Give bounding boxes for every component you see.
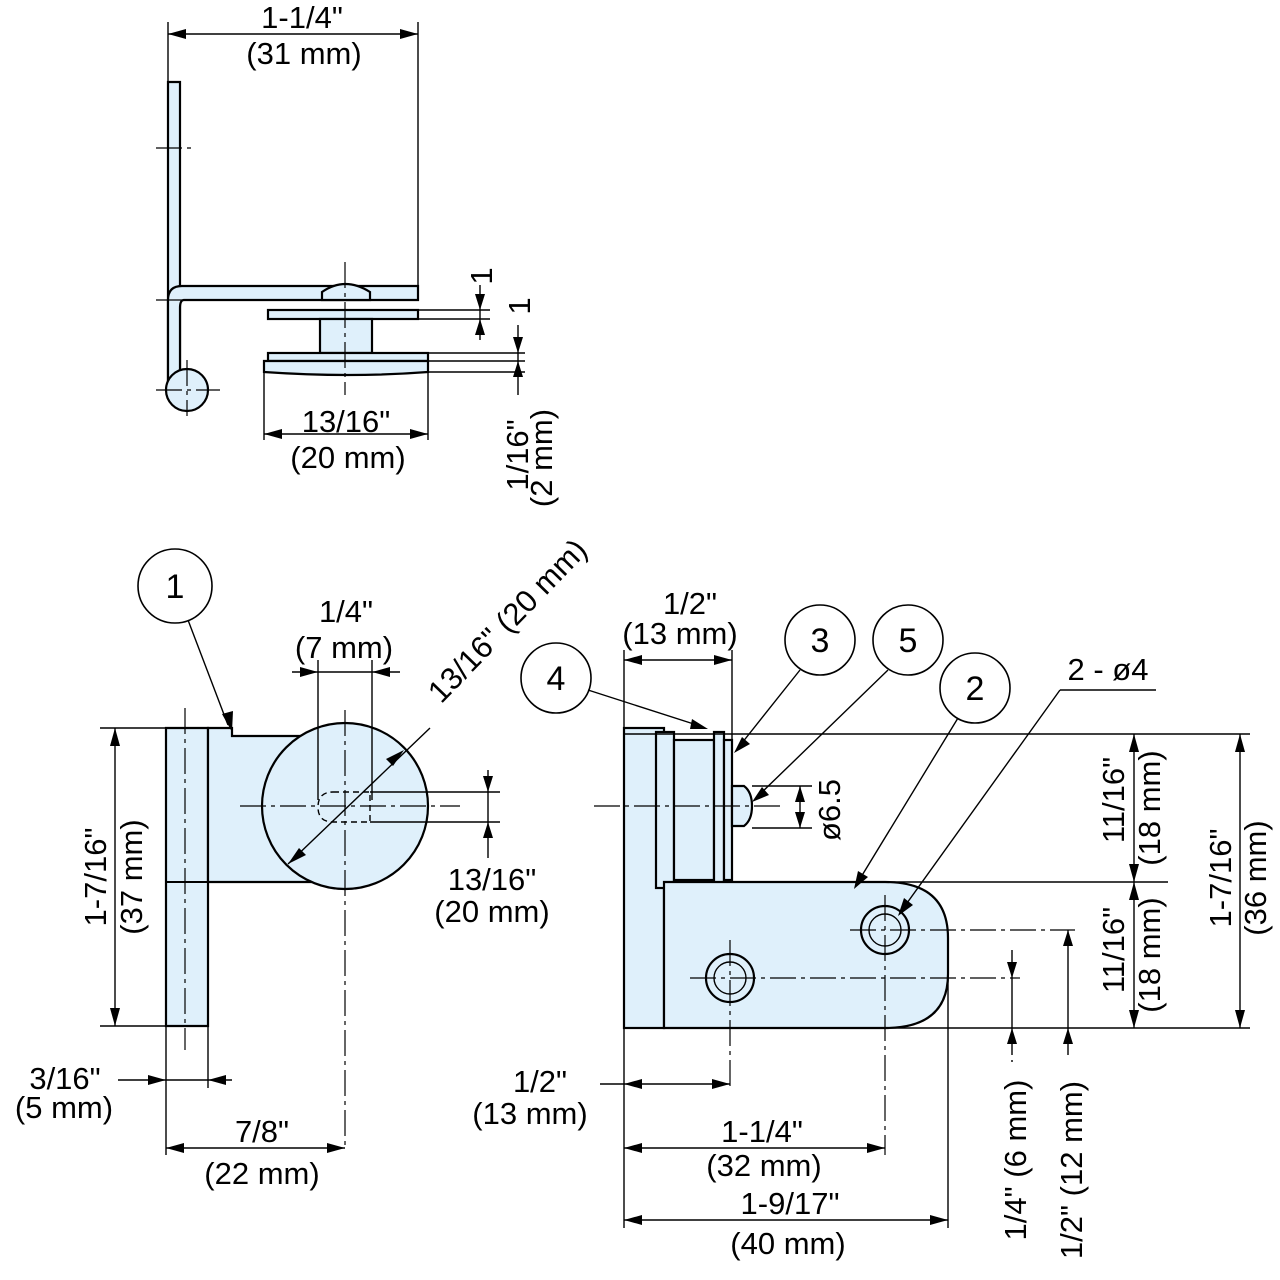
- screw-cap: [320, 282, 372, 302]
- upper-height-label: 11/16": [1096, 757, 1131, 843]
- total-height-label: 1-7/16": [1203, 829, 1238, 928]
- pin-block: [318, 317, 374, 355]
- overall-length-mm-label: (40 mm): [730, 1226, 845, 1261]
- plate-thickness-mm-label: (5 mm): [15, 1090, 113, 1125]
- lower-height-label: 11/16": [1096, 907, 1131, 993]
- slot-width-label: 1/4": [319, 594, 373, 629]
- pin-diameter-label: ø6.5: [812, 779, 847, 841]
- top-view: 1-1/4" (31 mm) 13/16" (20 mm) 1 1 1/16" …: [156, 0, 559, 507]
- right-view: 4 3 5 2 2 - ø4 ø6.5 1/2" (13 mm: [472, 586, 1273, 1261]
- hole2-height-label: 1/2" (12 mm): [1054, 1081, 1089, 1259]
- center-offset-mm-label: (22 mm): [204, 1156, 319, 1191]
- total-height-mm-label: (36 mm): [1238, 820, 1273, 935]
- callout-5-label: 5: [899, 622, 918, 660]
- center-offset-label: 7/8": [235, 1114, 289, 1149]
- top-width-mm-label: (31 mm): [246, 36, 361, 71]
- base-thickness-mm-label: (2 mm): [524, 409, 559, 507]
- washer-plate: [266, 308, 420, 321]
- callout-3-label: 3: [811, 622, 830, 660]
- left-height-label: 1-7/16": [78, 828, 113, 927]
- callout-2-label: 2: [966, 670, 985, 708]
- callout-4: [520, 642, 592, 714]
- left-height-mm-label: (37 mm): [114, 819, 149, 934]
- left-bracket-plate: [164, 726, 210, 1028]
- hole1-offset-mm-label: (13 mm): [472, 1096, 587, 1131]
- hole1-offset-label: 1/2": [513, 1064, 567, 1099]
- base-plate: [266, 351, 430, 363]
- top-width-label: 1-1/4": [261, 0, 343, 35]
- pin: [730, 784, 754, 828]
- upper-height-mm-label: (18 mm): [1132, 750, 1167, 865]
- hole-note: 2 - ø4: [1068, 652, 1149, 687]
- washer-stack: [654, 730, 676, 890]
- lower-height-mm-label: (18 mm): [1132, 897, 1167, 1012]
- callout-2: [939, 652, 1011, 724]
- callout-3: [784, 604, 856, 676]
- outer-plate: [722, 738, 734, 882]
- hole2-offset-mm-label: (32 mm): [706, 1148, 821, 1183]
- ring-washer: [712, 730, 726, 890]
- callout-4-label: 4: [547, 660, 566, 698]
- top-depth-label: 1/2": [663, 586, 717, 621]
- hole1-height-label: 1/4" (6 mm): [998, 1080, 1033, 1241]
- top-depth-mm-label: (13 mm): [622, 616, 737, 651]
- spacer-block: [672, 738, 716, 882]
- base-width-label: 13/16": [302, 404, 391, 439]
- base-thickness-label: 1/16": [500, 419, 535, 490]
- slot-width-mm-label: (7 mm): [295, 630, 393, 665]
- callout-1: [137, 548, 213, 624]
- base-width-mm-label: (20 mm): [290, 440, 405, 475]
- callout-1-label: 1: [166, 568, 185, 606]
- callout-5: [872, 604, 944, 676]
- gap-lower-label: 1: [502, 297, 537, 314]
- slot-height-label: 13/16": [448, 862, 537, 897]
- base-disc: [262, 359, 430, 377]
- slot-height-mm-label: (20 mm): [434, 894, 549, 929]
- top-bent-arm: [166, 284, 420, 384]
- gap-upper-label: 1: [464, 267, 499, 284]
- plate-thickness-label: 3/16": [29, 1061, 100, 1096]
- overall-length-label: 1-9/17": [741, 1186, 840, 1221]
- hole2-offset-label: 1-1/4": [721, 1114, 803, 1149]
- left-view: 1 1-7/16" (37 mm) 1/4" (7 mm) 13/16" (20…: [15, 532, 594, 1191]
